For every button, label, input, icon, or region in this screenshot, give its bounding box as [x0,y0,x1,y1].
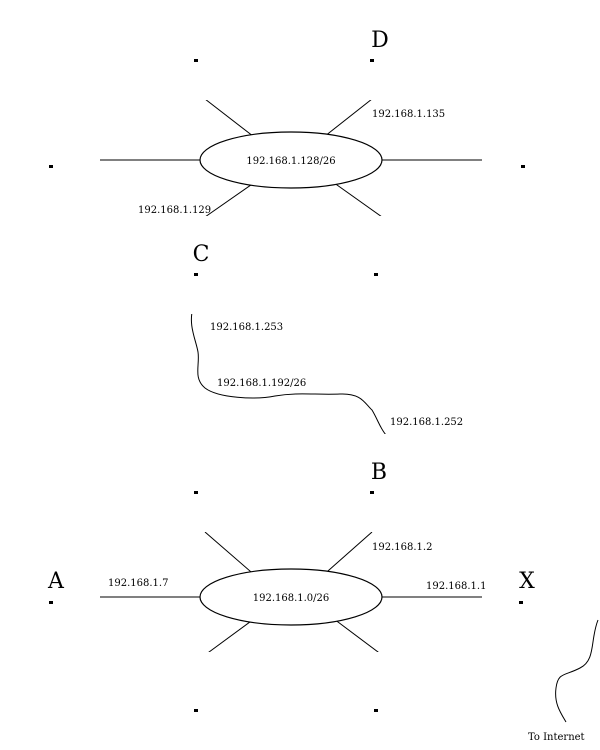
computer-a-letter: A [47,569,65,594]
computer-bottom-right [327,652,439,750]
computer-top-left [147,2,259,100]
link-middle-network [190,307,387,436]
ip-b-top: 192.168.1.252 [390,417,463,428]
ip-c-top: 192.168.1.129 [138,205,211,216]
network-bottom-ellipse [199,568,383,626]
ip-b-bottom: 192.168.1.2 [372,542,432,553]
network-bottom-label: 192.168.1.0/26 [253,593,330,604]
link-bottom-b [319,531,373,579]
computer-right [474,108,586,206]
computer-bottom-left-top [147,434,259,532]
network-middle-label: 192.168.1.192/26 [217,378,306,389]
ip-x: 192.168.1.1 [426,581,486,592]
link-bottom-pc1 [204,531,259,579]
ip-a: 192.168.1.7 [108,578,168,589]
link-top-c [204,179,259,218]
computer-c-letter: C [193,242,210,267]
network-top-ellipse [199,131,383,189]
computer-d-letter: D [371,28,389,53]
link-top-pc5 [329,179,383,218]
computer-x-letter: X [519,569,535,594]
internet-label: To Internet [528,732,585,743]
computer-b-letter: B [371,460,387,485]
links [100,98,599,723]
computer-bottom-right-top [327,216,439,314]
network-top-label: 192.168.1.128/26 [246,156,335,167]
computer-left [2,108,114,206]
computer-bottom-left [147,652,259,750]
internet-cable [555,619,599,723]
link-top-pc1 [204,98,259,141]
ip-d: 192.168.1.135 [372,109,445,120]
link-top-d [319,98,373,141]
ip-c-bottom: 192.168.1.253 [210,322,283,333]
link-bottom-pc6 [329,615,383,656]
